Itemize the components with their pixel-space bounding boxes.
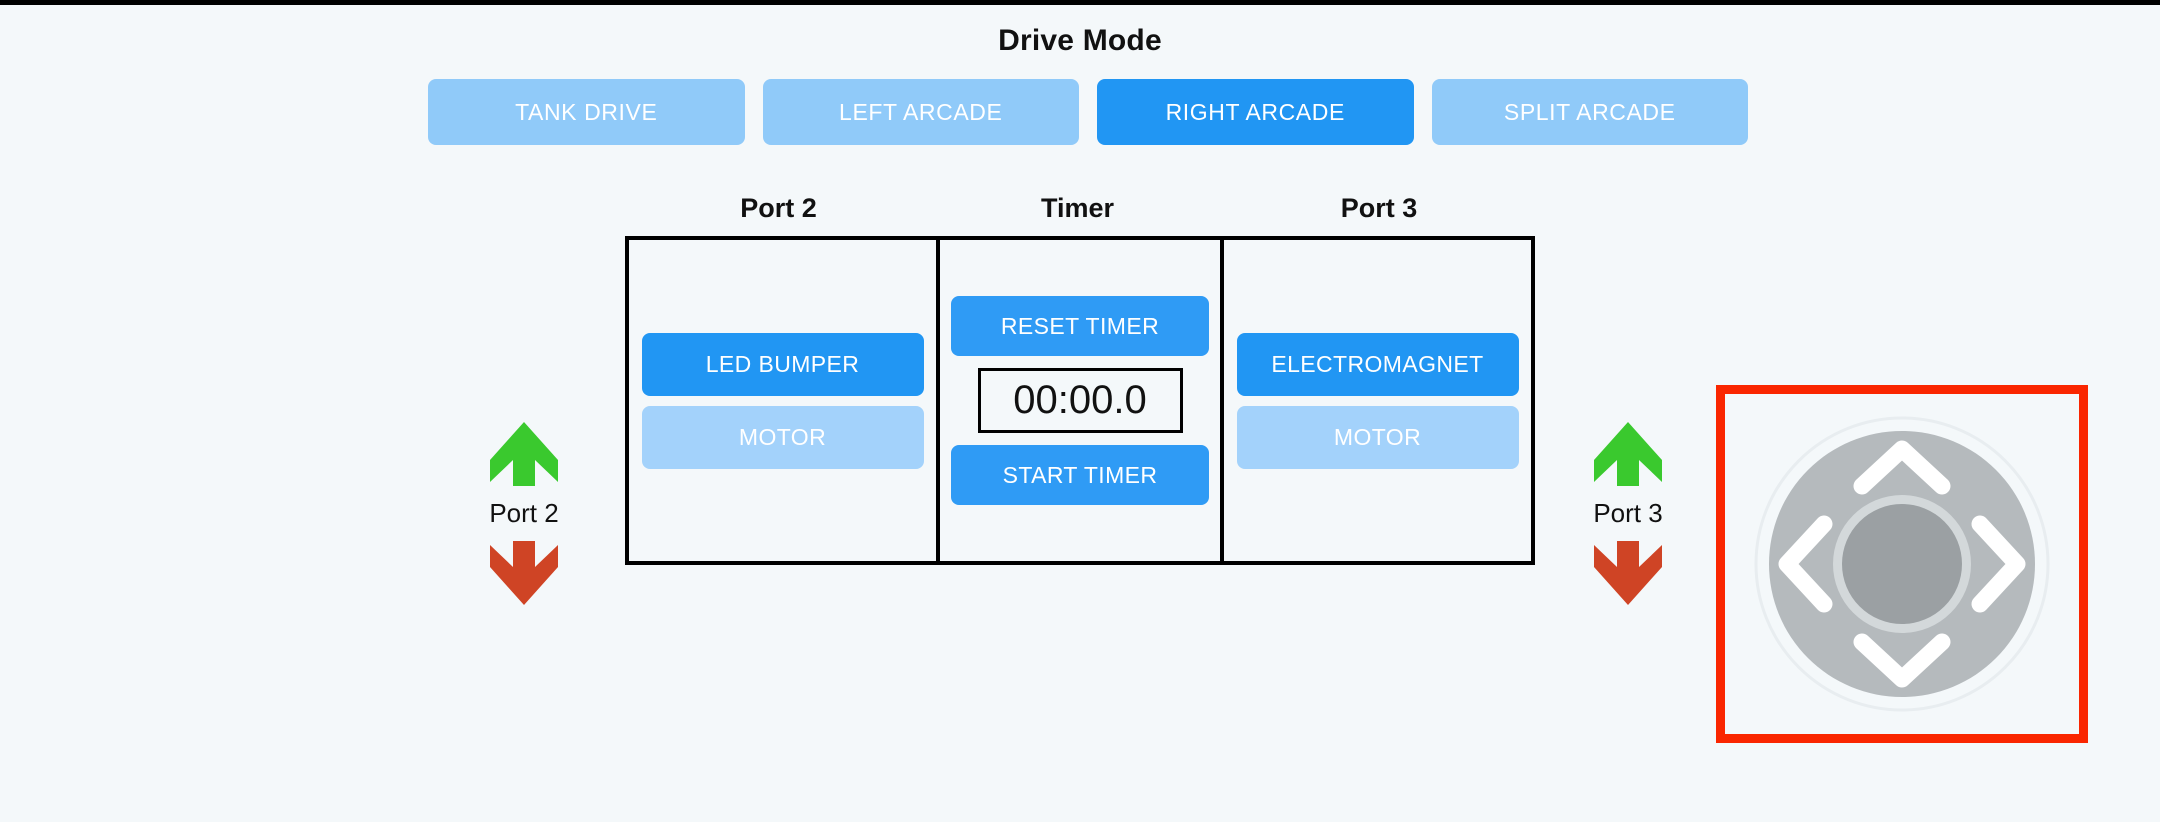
control-panel: LED BUMPER MOTOR RESET TIMER 00:00.0 STA… xyxy=(625,236,1535,565)
page-title: Drive Mode xyxy=(998,24,1162,57)
drive-mode-selector: TANK DRIVE LEFT ARCADE RIGHT ARCADE SPLI… xyxy=(428,79,1748,145)
timer-display: 00:00.0 xyxy=(977,368,1183,433)
column-caption-port3: Port 3 xyxy=(1340,193,1418,223)
arrow-up-icon[interactable] xyxy=(1592,420,1664,488)
dpad-down-icon[interactable] xyxy=(1853,633,1951,688)
drive-mode-button-tank-drive[interactable]: TANK DRIVE xyxy=(428,79,745,145)
port3-motor-button[interactable]: MOTOR xyxy=(1236,405,1519,469)
port3-column: ELECTROMAGNET MOTOR xyxy=(1224,240,1531,561)
dpad-left-icon[interactable] xyxy=(1778,515,1833,613)
drive-mode-button-right-arcade[interactable]: RIGHT ARCADE xyxy=(1097,79,1414,145)
arrow-down-icon[interactable] xyxy=(1592,539,1664,607)
electromagnet-button[interactable]: ELECTROMAGNET xyxy=(1236,332,1519,396)
dpad-center-button[interactable] xyxy=(1842,504,1962,624)
port3-arrow-group: Port 3 xyxy=(1548,420,1708,607)
dpad-right-icon[interactable] xyxy=(1971,515,2026,613)
dpad-outer-ring xyxy=(1754,416,2050,712)
arrow-up-icon[interactable] xyxy=(488,420,560,488)
dpad-container[interactable] xyxy=(1716,385,2088,743)
dpad-icon[interactable] xyxy=(1752,414,2052,714)
arrow-down-icon[interactable] xyxy=(488,539,560,607)
dpad-up-icon[interactable] xyxy=(1853,440,1951,495)
port2-arrow-group: Port 2 xyxy=(444,420,604,607)
drive-mode-button-left-arcade[interactable]: LEFT ARCADE xyxy=(762,79,1079,145)
port2-column: LED BUMPER MOTOR xyxy=(629,240,936,561)
column-caption-port2: Port 2 xyxy=(740,193,817,223)
column-caption-timer: Timer xyxy=(1040,193,1115,223)
reset-timer-button[interactable]: RESET TIMER xyxy=(951,296,1209,356)
port3-arrow-label: Port 3 xyxy=(1593,498,1663,528)
top-bar xyxy=(0,0,2160,5)
led-bumper-button[interactable]: LED BUMPER xyxy=(641,332,924,396)
timer-column: RESET TIMER 00:00.0 START TIMER xyxy=(936,240,1224,561)
port2-motor-button[interactable]: MOTOR xyxy=(641,405,924,469)
start-timer-button[interactable]: START TIMER xyxy=(951,445,1209,505)
drive-mode-button-split-arcade[interactable]: SPLIT ARCADE xyxy=(1431,79,1748,145)
port2-arrow-label: Port 2 xyxy=(489,498,559,528)
